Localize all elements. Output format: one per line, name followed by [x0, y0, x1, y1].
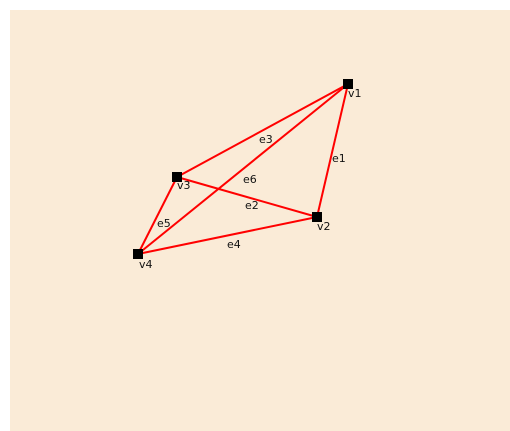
edge-e4 — [137, 216, 318, 255]
edge-label-e5: e5 — [157, 217, 171, 230]
vertices-layer — [133, 79, 353, 259]
canvas-background — [10, 10, 510, 431]
edge-e3 — [176, 83, 349, 178]
edge-label-e1: e1 — [332, 152, 346, 165]
edge-label-e3: e3 — [259, 133, 273, 146]
edge-e5 — [137, 176, 178, 255]
vertex-label-v4: v4 — [139, 258, 153, 271]
vertex-labels-layer: v1 v2 v3 v4 — [139, 87, 362, 271]
graph-canvas: e1 e2 e3 e4 e5 e6 v1 v2 v3 v4 — [10, 10, 510, 431]
edge-label-e6: e6 — [243, 173, 257, 186]
vertex-v2[interactable] — [312, 212, 322, 222]
edge-e6 — [137, 83, 349, 255]
vertex-v1[interactable] — [343, 79, 353, 89]
vertex-v4[interactable] — [133, 249, 143, 259]
edge-e2 — [176, 176, 318, 218]
vertex-v3[interactable] — [172, 172, 182, 182]
edge-e1 — [316, 83, 349, 218]
vertex-label-v2: v2 — [317, 220, 331, 233]
vertex-label-v1: v1 — [348, 87, 362, 100]
edge-label-e4: e4 — [227, 238, 241, 251]
vertex-label-v3: v3 — [177, 179, 191, 192]
edges-layer — [137, 83, 349, 255]
edge-labels-layer: e1 e2 e3 e4 e5 e6 — [157, 133, 346, 251]
edge-label-e2: e2 — [245, 199, 259, 212]
